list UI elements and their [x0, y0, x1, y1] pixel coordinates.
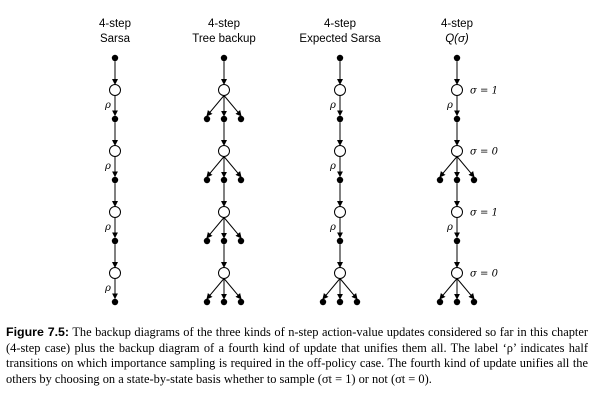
rho-label: ρ [104, 283, 111, 294]
sigma-label: σ = 0 [470, 147, 499, 158]
state-node [109, 145, 121, 157]
column-title-line1: 4-step [441, 18, 473, 30]
sigma-label: σ = 0 [470, 269, 499, 280]
state-node [451, 206, 463, 218]
action-node [336, 115, 344, 123]
branch-action-node [203, 176, 211, 184]
rho-label: ρ [329, 222, 336, 233]
state-node [109, 206, 121, 218]
column-title-line1: 4-step [324, 18, 356, 30]
branch-arrow [439, 278, 458, 300]
state-node [451, 267, 463, 279]
caption-text: The backup diagrams of the three kinds o… [6, 325, 588, 386]
branch-action-node [453, 298, 461, 306]
branch-action-node [319, 298, 327, 306]
action-node [111, 54, 119, 62]
action-node [336, 176, 344, 184]
action-node [453, 237, 461, 245]
branch-action-node [436, 298, 444, 306]
column-title-line1: 4-step [208, 18, 240, 30]
rho-label: ρ [104, 161, 111, 172]
branch-action-node [220, 115, 228, 123]
state-node [334, 267, 346, 279]
state-node [218, 267, 230, 279]
sigma-label: σ = 1 [470, 86, 498, 97]
branch-action-node [220, 176, 228, 184]
branch-arrow [206, 156, 225, 178]
branch-action-node [336, 298, 344, 306]
rho-label: ρ [329, 161, 336, 172]
branch-arrow [322, 278, 341, 300]
state-node [334, 84, 346, 96]
branch-action-node [353, 298, 361, 306]
branch-arrow [456, 278, 475, 300]
action-node [111, 298, 119, 306]
rho-label: ρ [446, 222, 453, 233]
column-title-line1: 4-step [99, 18, 131, 30]
rho-label: ρ [104, 100, 111, 111]
branch-action-node [220, 298, 228, 306]
state-node [334, 145, 346, 157]
figure-caption: Figure 7.5: The backup diagrams of the t… [6, 325, 588, 387]
action-node [111, 237, 119, 245]
branch-action-node [470, 176, 478, 184]
state-node [334, 206, 346, 218]
branch-arrow [206, 95, 225, 117]
branch-action-node [220, 237, 228, 245]
branch-arrow [339, 278, 358, 300]
rho-label: ρ [446, 100, 453, 111]
branch-arrow [206, 278, 225, 300]
state-node [218, 145, 230, 157]
column-title-line2: Tree backup [192, 33, 256, 45]
action-node [111, 176, 119, 184]
action-node [336, 237, 344, 245]
column-title-line2: Expected Sarsa [299, 33, 381, 45]
state-node [218, 84, 230, 96]
branch-arrow [223, 156, 242, 178]
branch-action-node [453, 176, 461, 184]
action-node [453, 54, 461, 62]
action-node [336, 54, 344, 62]
sigma-label: σ = 1 [470, 208, 498, 219]
rho-label: ρ [104, 222, 111, 233]
action-node [111, 115, 119, 123]
state-node [451, 84, 463, 96]
caption-label: Figure 7.5: [6, 325, 70, 339]
action-node [453, 115, 461, 123]
state-node [218, 206, 230, 218]
branch-arrow [223, 278, 242, 300]
state-node [451, 145, 463, 157]
state-node [109, 84, 121, 96]
branch-action-node [237, 176, 245, 184]
branch-action-node [203, 115, 211, 123]
branch-action-node [203, 237, 211, 245]
branch-arrow [223, 217, 242, 239]
branch-action-node [237, 237, 245, 245]
branch-action-node [237, 115, 245, 123]
column-title-line2: Sarsa [100, 33, 131, 45]
branch-action-node [237, 298, 245, 306]
branch-action-node [470, 298, 478, 306]
column-title-line2: Q(σ) [445, 33, 469, 45]
branch-action-node [203, 298, 211, 306]
branch-arrow [206, 217, 225, 239]
rho-label: ρ [329, 100, 336, 111]
branch-action-node [436, 176, 444, 184]
branch-arrow [223, 95, 242, 117]
branch-arrow [439, 156, 458, 178]
state-node [109, 267, 121, 279]
branch-arrow [456, 156, 475, 178]
action-node [220, 54, 228, 62]
